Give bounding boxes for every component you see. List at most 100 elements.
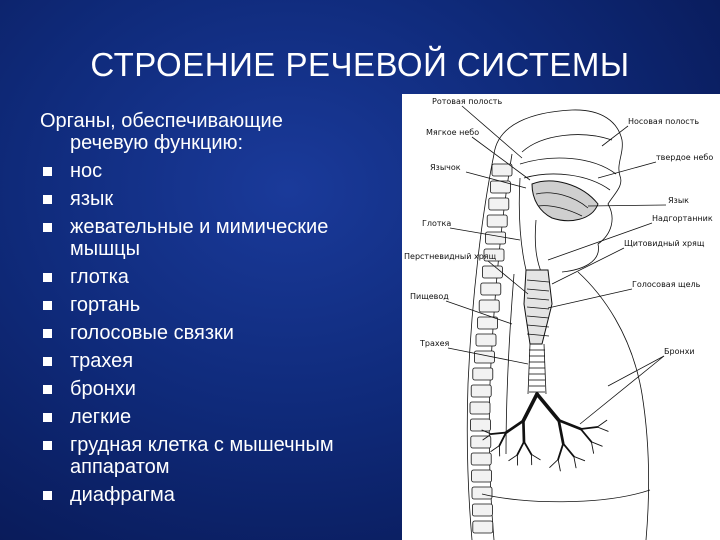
vertebra — [480, 282, 502, 296]
vertebra — [470, 418, 491, 432]
organ-list-item: диафрагма — [40, 484, 400, 506]
label-tongue: Язык — [668, 196, 689, 205]
organ-name-continued: мышцы — [70, 238, 140, 260]
bronchus-branch — [490, 431, 507, 435]
bronchus-branch — [508, 454, 518, 462]
bronchus-branch — [549, 458, 559, 468]
label-glottis: Голосовая щель — [632, 280, 701, 289]
bronchus-branch — [596, 419, 608, 428]
bronchus-branch — [557, 458, 561, 472]
vertebra — [471, 469, 492, 483]
vertebra — [470, 384, 492, 398]
square-bullet-icon — [43, 441, 52, 450]
larynx-ring — [526, 324, 550, 328]
bronchus-branch — [504, 419, 525, 434]
organ-list-item: трахея — [40, 350, 400, 372]
organ-name: жевательные и мимические — [70, 216, 329, 238]
label-bronchi: Бронхи — [664, 347, 695, 356]
square-bullet-icon — [43, 329, 52, 338]
organ-name: трахея — [70, 350, 134, 372]
organ-name-continued: аппаратом — [70, 456, 170, 478]
organ-name: нос — [70, 160, 103, 182]
vertebrae — [469, 163, 513, 534]
vertebra — [478, 299, 500, 313]
vertebra — [470, 435, 492, 449]
label-thyroid: Щитовидный хрящ — [624, 239, 705, 248]
square-bullet-icon — [43, 413, 52, 422]
label-pharynx: Глотка — [422, 219, 451, 228]
heading-line-2: речевую функцию: — [70, 132, 244, 154]
label-nasal-cavity: Носовая полость — [628, 117, 699, 126]
list-heading: Органы, обеспечивающие речевую функцию: — [40, 110, 400, 154]
square-bullet-icon — [43, 195, 52, 204]
label-uvula: Язычок — [430, 163, 461, 172]
bronchus-branch — [490, 445, 500, 452]
trachea-rings — [529, 349, 545, 393]
organ-list-item: голосовые связки — [40, 322, 400, 344]
vertebra — [482, 265, 503, 279]
bronchus-branch — [535, 392, 561, 422]
organ-list-item: легкие — [40, 406, 400, 428]
organ-name: бронхи — [70, 378, 136, 400]
bronchus-branch — [590, 441, 595, 454]
larynx-ring — [526, 306, 550, 310]
bronchial-tree — [481, 392, 609, 472]
bronchus-branch — [573, 455, 586, 462]
label-oral-cavity: Ротовая полость — [432, 97, 502, 106]
bronchus-branch — [579, 426, 599, 430]
larynx-ring — [526, 297, 550, 301]
vertebra — [491, 163, 513, 177]
bronchus-branch — [521, 392, 539, 423]
anatomy-illustration: Ротовая полость Носовая полость Мягкое н… — [404, 97, 713, 540]
square-bullet-icon — [43, 301, 52, 310]
bronchus-branch — [579, 428, 593, 443]
bronchus-branch — [523, 440, 533, 456]
label-epiglottis: Надгортанник — [652, 214, 713, 223]
bronchus-branch — [498, 431, 507, 447]
label-trachea: Трахея — [419, 339, 450, 348]
bronchus-branch — [557, 442, 565, 461]
vertebra — [486, 214, 508, 228]
vertebra — [483, 248, 505, 262]
vertebra — [472, 503, 493, 517]
label-cricoid: Перстневидный хрящ — [404, 252, 497, 261]
vertebra — [485, 231, 506, 245]
organ-name: легкие — [70, 406, 132, 428]
vertebra — [472, 367, 494, 381]
organ-list-item: гортань — [40, 294, 400, 316]
speech-system-diagram: Ротовая полость Носовая полость Мягкое н… — [402, 94, 720, 540]
organ-name: диафрагма — [70, 484, 175, 506]
square-bullet-icon — [43, 167, 52, 176]
bronchus-branch — [557, 418, 583, 431]
vertebra — [477, 316, 498, 330]
organ-list-item: язык — [40, 188, 400, 210]
bronchus-branch — [516, 440, 525, 456]
organ-list: Органы, обеспечивающие речевую функцию: … — [40, 110, 400, 506]
square-bullet-icon — [43, 273, 52, 282]
bronchus-branch — [573, 455, 577, 469]
square-bullet-icon — [43, 357, 52, 366]
organ-list-item: нос — [40, 160, 400, 182]
square-bullet-icon — [43, 223, 52, 232]
bronchus-branch — [482, 433, 492, 441]
label-soft-palate: Мягкое небо — [426, 128, 479, 137]
square-bullet-icon — [43, 491, 52, 500]
larynx-ring — [526, 333, 550, 337]
heading-line-1: Органы, обеспечивающие — [40, 110, 283, 132]
bronchus-branch — [522, 419, 526, 444]
bronchus-branch — [557, 418, 565, 445]
vertebra — [472, 520, 494, 534]
organ-list-item: глотка — [40, 266, 400, 288]
organ-name: глотка — [70, 266, 129, 288]
larynx-ring — [526, 279, 550, 283]
organ-name: гортань — [70, 294, 141, 316]
vertebra — [469, 401, 491, 415]
organ-name: грудная клетка с мышечным — [70, 434, 334, 456]
vertebra — [488, 197, 510, 211]
vertebra — [470, 452, 492, 466]
slide-title: СТРОЕНИЕ РЕЧЕВОЙ СИСТЕМЫ — [90, 46, 630, 83]
bronchus-branch — [530, 453, 541, 461]
label-hard-palate: твердое небо — [656, 153, 713, 162]
